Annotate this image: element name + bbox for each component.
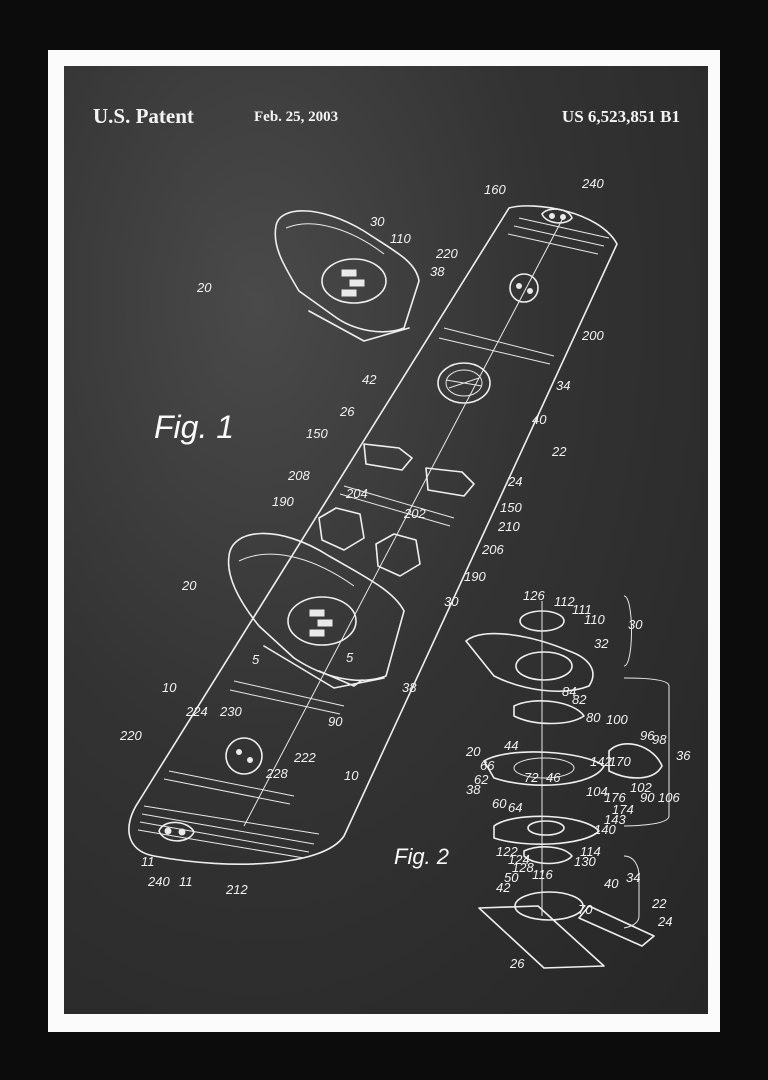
label-38-fig2: 38 [466, 782, 481, 797]
label-140: 140 [594, 822, 616, 837]
fig2-title: Fig. 2 [394, 844, 449, 869]
label-38b: 38 [402, 680, 417, 695]
chalkboard-print: U.S. Patent Feb. 25, 2003 US 6,523,851 B… [64, 66, 708, 1014]
label-122: 122 [496, 844, 518, 859]
label-160: 160 [484, 182, 506, 197]
label-190b: 190 [464, 569, 486, 584]
label-98: 98 [652, 732, 667, 747]
snowboard [128, 205, 618, 865]
label-20b: 20 [181, 578, 197, 593]
label-36: 36 [676, 748, 691, 763]
label-230: 230 [219, 704, 242, 719]
label-62: 62 [474, 772, 489, 787]
label-212: 212 [225, 882, 248, 897]
label-114: 114 [580, 844, 601, 859]
patent-date: Feb. 25, 2003 [254, 109, 339, 125]
label-220: 220 [435, 246, 458, 261]
label-80: 80 [586, 710, 601, 725]
label-204: 204 [345, 486, 368, 501]
label-126: 126 [523, 588, 545, 603]
patent-number: US 6,523,851 B1 [561, 107, 680, 126]
label-72: 72 [524, 770, 539, 785]
label-176: 176 [604, 790, 626, 805]
label-104: 104 [586, 784, 608, 799]
label-116: 116 [532, 867, 553, 882]
label-124: 124 [508, 852, 530, 867]
label-34: 34 [556, 378, 570, 393]
label-110: 110 [390, 231, 411, 246]
label-220b: 220 [119, 728, 142, 743]
label-30b: 30 [444, 594, 459, 609]
label-10b: 10 [344, 768, 359, 783]
label-24: 24 [507, 474, 522, 489]
label-111: 111 [572, 602, 592, 617]
lower-binding [227, 532, 405, 689]
label-5a: 5 [252, 652, 260, 667]
label-34-fig2: 34 [626, 870, 640, 885]
label-66: 66 [480, 758, 495, 773]
label-20-fig2: 20 [465, 744, 481, 759]
label-96: 96 [640, 728, 655, 743]
label-40: 40 [532, 412, 547, 427]
label-22: 22 [551, 444, 567, 459]
label-222: 222 [293, 750, 316, 765]
patent-drawing: Fig. 1 Fig. 2 160 240 30 110 20 38 220 2… [119, 176, 691, 971]
mounting-blocks [318, 443, 475, 577]
label-200: 200 [581, 328, 604, 343]
label-84: 84 [562, 684, 576, 699]
label-150b: 150 [500, 500, 522, 515]
label-228: 228 [265, 766, 288, 781]
label-30-fig2: 30 [628, 617, 643, 632]
label-224: 224 [185, 704, 208, 719]
label-240: 240 [581, 176, 604, 191]
label-206: 206 [481, 542, 504, 557]
patent-header-title: U.S. Patent [93, 104, 194, 128]
label-5b: 5 [346, 650, 354, 665]
label-50: 50 [504, 870, 519, 885]
label-128: 128 [512, 860, 534, 875]
label-106: 106 [658, 790, 680, 805]
label-100: 100 [606, 712, 628, 727]
label-24-fig2: 24 [657, 914, 672, 929]
label-240b: 240 [147, 874, 170, 889]
label-102: 102 [630, 780, 652, 795]
upper-binding [274, 210, 420, 342]
label-210: 210 [497, 519, 520, 534]
label-26-fig2: 26 [509, 956, 525, 971]
label-64: 64 [508, 800, 522, 815]
label-143: 143 [604, 812, 626, 827]
label-82: 82 [572, 692, 587, 707]
label-90: 90 [328, 714, 343, 729]
label-150: 150 [306, 426, 328, 441]
label-11a: 11 [141, 854, 155, 869]
fig1-title: Fig. 1 [154, 409, 234, 445]
label-46: 46 [546, 770, 561, 785]
label-70: 70 [578, 902, 593, 917]
label-44: 44 [504, 738, 518, 753]
label-130: 130 [574, 854, 596, 869]
fig2-labels: 126 112 111 110 30 32 84 82 80 100 20 44… [465, 588, 691, 971]
label-11b: 11 [179, 874, 193, 889]
fig2-exploded-view [465, 595, 670, 969]
label-30: 30 [370, 214, 385, 229]
label-208: 208 [287, 468, 310, 483]
label-42: 42 [362, 372, 377, 387]
label-40-fig2: 40 [604, 876, 619, 891]
label-170: 170 [609, 754, 631, 769]
label-32: 32 [594, 636, 609, 651]
label-10a: 10 [162, 680, 177, 695]
label-60: 60 [492, 796, 507, 811]
label-38: 38 [430, 264, 445, 279]
label-190: 190 [272, 494, 294, 509]
label-174: 174 [612, 802, 634, 817]
label-26: 26 [339, 404, 355, 419]
label-90-fig2: 90 [640, 790, 655, 805]
label-202: 202 [403, 506, 426, 521]
label-110: 110 [584, 612, 605, 627]
label-22-fig2: 22 [651, 896, 667, 911]
label-42-fig2: 42 [496, 880, 511, 895]
label-142: 142 [590, 754, 612, 769]
label-20: 20 [196, 280, 212, 295]
label-112: 112 [554, 594, 575, 609]
